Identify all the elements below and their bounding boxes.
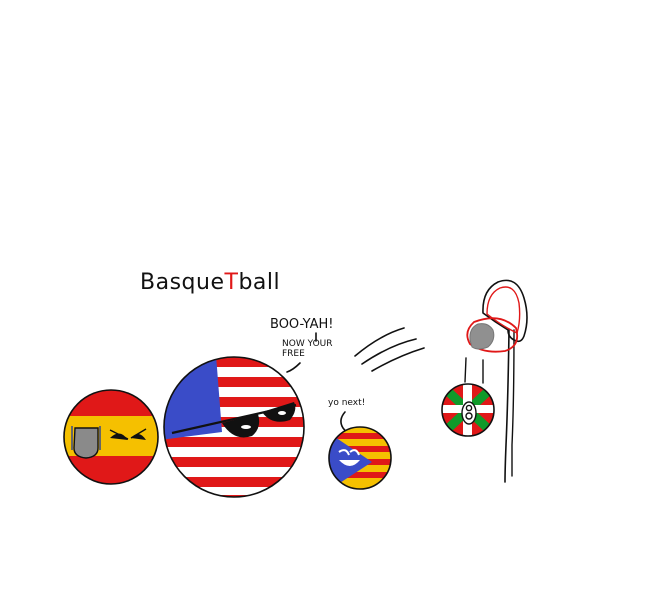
- title-part1: Basque: [140, 270, 225, 295]
- shield-icon: [71, 426, 101, 459]
- usa-speech-line-2: NOW YOUR: [282, 339, 333, 349]
- usa-speech-line-1: BOO-YAH!: [270, 317, 334, 332]
- usa-speech-line-3: FREE: [282, 349, 305, 360]
- basque-ball: [441, 383, 495, 437]
- title-accent-letter: T: [224, 270, 239, 295]
- basque-surprised-eyes: [461, 401, 477, 425]
- motion-lines: [354, 327, 425, 372]
- basketball-hoop: [464, 279, 528, 483]
- comic-title: BasqueTball: [140, 270, 280, 295]
- hoop-backboard: [482, 279, 528, 343]
- hoop-net: [469, 323, 495, 350]
- title-part2: ball: [238, 270, 281, 295]
- catalonia-speech: yo next!: [328, 398, 366, 408]
- spain-angry-eyes: [109, 428, 147, 440]
- sunglasses-icon: [171, 402, 297, 438]
- now-your-free-tail: [286, 362, 301, 373]
- usa-ball: [163, 356, 305, 498]
- spain-ball: [63, 389, 159, 485]
- hoop-pole: [504, 329, 510, 483]
- catalonia-ball: [328, 426, 392, 490]
- hoop-rim: [466, 317, 519, 353]
- star-icon: [338, 449, 360, 466]
